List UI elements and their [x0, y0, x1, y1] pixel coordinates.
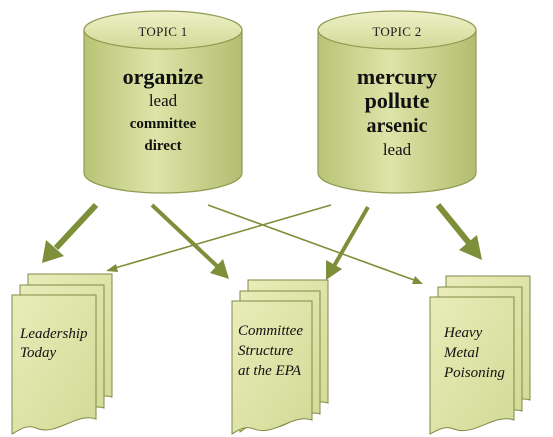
topic-cylinder-2: TOPIC 2 mercury pollute arsenic lead	[317, 10, 477, 194]
document-title-line: Poisoning	[443, 365, 505, 381]
thick-arrow-topic1-to-doc2	[150, 203, 229, 279]
document-page	[429, 296, 515, 435]
topic-term: pollute	[365, 88, 430, 113]
topic-term: committee	[130, 116, 197, 132]
cylinder-top	[317, 10, 477, 50]
thick-arrow-topic2-to-doc3	[435, 203, 482, 260]
topic-term: direct	[144, 138, 181, 154]
cylinder-body	[317, 29, 477, 194]
topic-cylinder-1: TOPIC 1 organize lead committee direct	[83, 10, 243, 194]
thin-arrow-topic1-to-doc3	[207, 204, 423, 284]
document-title-line: at the EPA	[238, 363, 302, 379]
topic-caption: TOPIC 1	[138, 24, 187, 39]
document-page	[231, 300, 313, 435]
thick-arrow-topic1-to-doc1	[42, 202, 99, 263]
topic-term: mercury	[357, 64, 437, 89]
topic-term: organize	[123, 64, 204, 89]
document-title-line: Leadership	[19, 326, 88, 342]
thin-arrow-topic2-to-doc1	[106, 204, 332, 272]
topic-caption: TOPIC 2	[372, 24, 421, 39]
document-stack-1: Leadership Today	[11, 273, 113, 435]
document-stack-3: Heavy Metal Poisoning	[429, 275, 531, 435]
topic-term-highlight: lead	[383, 140, 412, 159]
document-title-line: Heavy	[443, 325, 483, 341]
document-title-line: Today	[20, 345, 56, 361]
cylinder-top	[83, 10, 243, 50]
document-title-line: Committee	[238, 323, 303, 339]
document-stack-2: Committee Structure at the EPA	[231, 279, 329, 435]
arrows	[42, 202, 482, 284]
thick-arrow-topic2-to-doc2	[326, 206, 370, 280]
topic-term-highlight: lead	[149, 91, 178, 110]
cylinder-body	[83, 29, 243, 194]
document-title-line: Metal	[443, 345, 479, 361]
document-title-line: Structure	[238, 343, 294, 359]
topic-term: arsenic	[366, 115, 427, 137]
document-page	[11, 294, 97, 435]
